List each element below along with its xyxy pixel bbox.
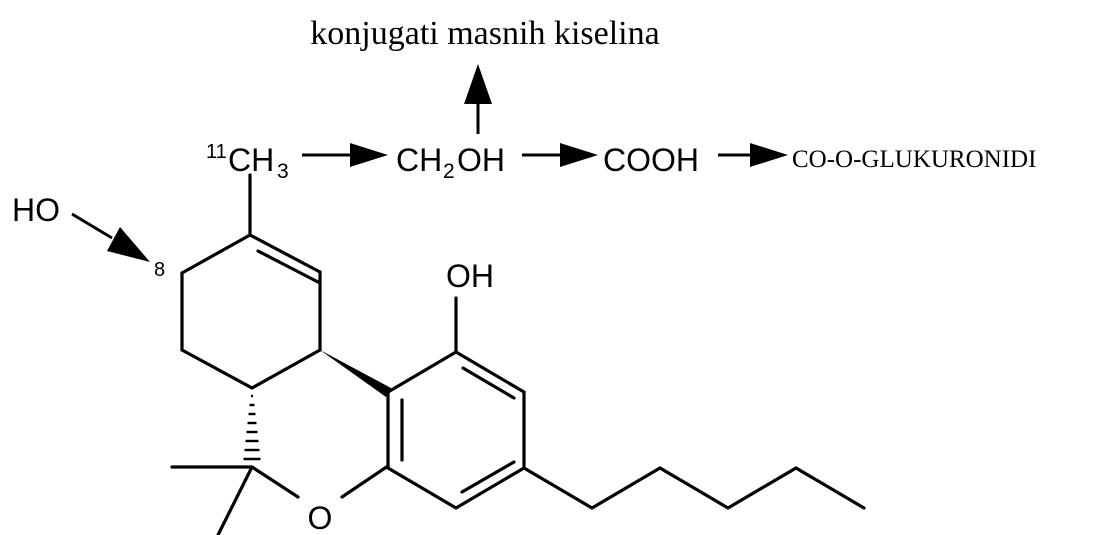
- arrow-2-head: [560, 143, 598, 167]
- ho-label: HO: [12, 192, 60, 228]
- carboxyl-label: COOH: [603, 142, 699, 178]
- pyran-ring: [170, 464, 390, 535]
- c11-superscript: 11: [206, 141, 227, 163]
- pentyl-chain: [522, 466, 866, 510]
- hydroxymethyl-subscript: 2: [443, 160, 455, 183]
- fatty-acid-conjugates-label: konjugati masnih kiselina: [310, 15, 659, 52]
- hashed-bond: [243, 394, 261, 461]
- aromatic-ring: [386, 350, 526, 510]
- ring-oxygen-label: O: [308, 500, 333, 535]
- arrow-8-shaft: [71, 212, 113, 240]
- methyl-label: CH: [228, 142, 274, 178]
- glucuronide-label: CO-O-GLUKURONIDI: [792, 146, 1036, 173]
- hydroxymethyl-oh-label: OH: [457, 142, 505, 178]
- methyl-subscript: 3: [277, 160, 289, 183]
- cyclohexene-ring: [180, 233, 322, 390]
- arrow-up-head: [464, 64, 492, 104]
- wedge-bond: [320, 350, 391, 397]
- hydroxymethyl-ch-label: CH: [396, 142, 442, 178]
- phenol-oh-label: OH: [446, 258, 494, 294]
- arrow-1-head: [350, 143, 388, 167]
- arrow-3-head: [750, 143, 788, 167]
- arrow-8-head: [107, 227, 150, 262]
- position-8-label: 8: [154, 259, 165, 281]
